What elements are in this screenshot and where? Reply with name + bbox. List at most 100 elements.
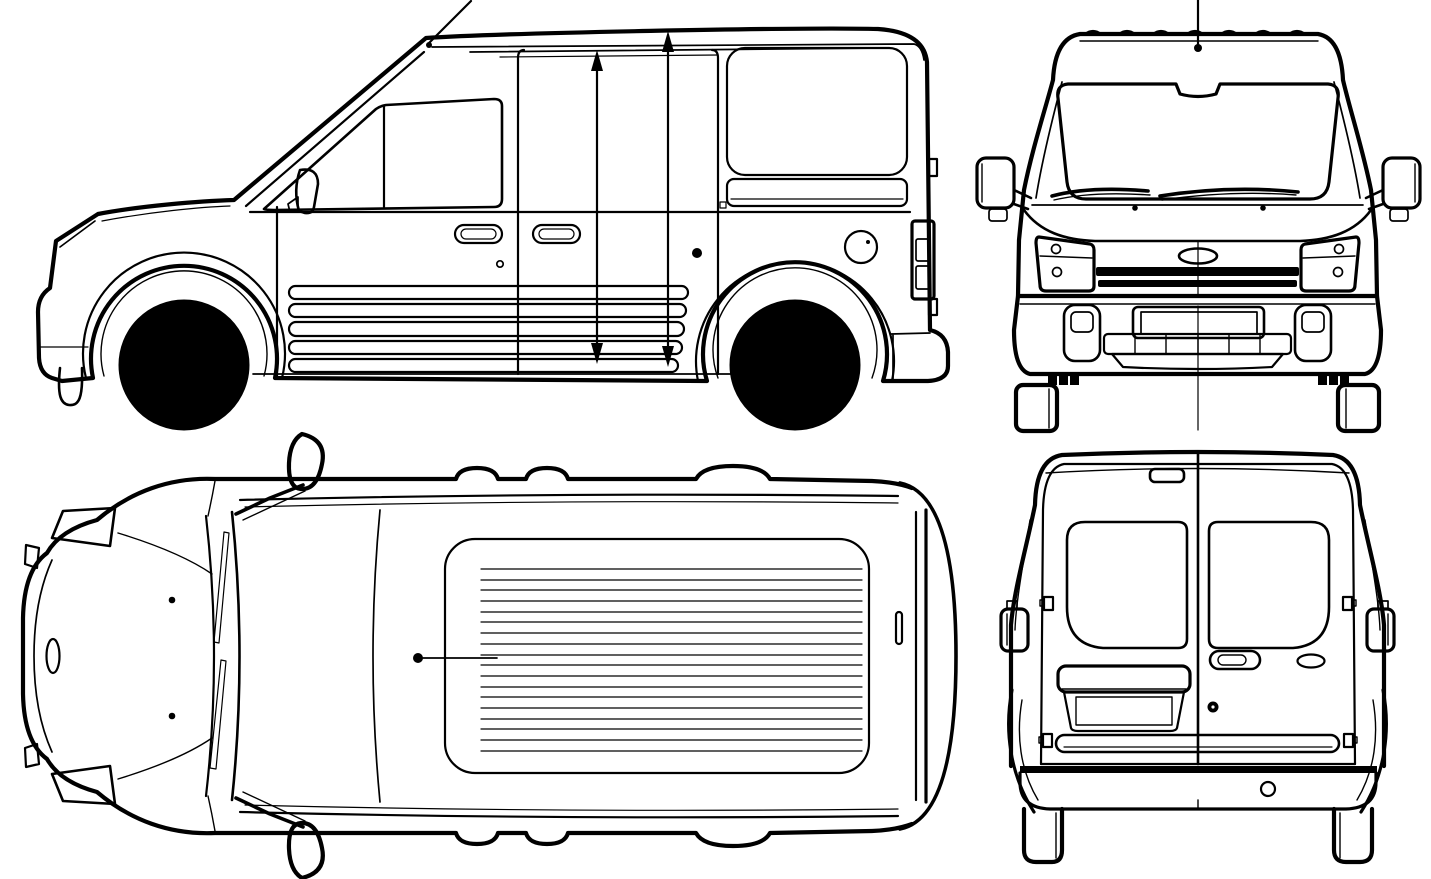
roof-antenna bbox=[413, 653, 498, 663]
reverse-sensor bbox=[1259, 780, 1277, 798]
roof-rail-left-2 bbox=[244, 501, 899, 508]
fender-arc-right bbox=[1359, 688, 1388, 814]
license-plate-recess bbox=[1056, 664, 1192, 733]
strip-clip bbox=[719, 201, 727, 209]
front-wheel bbox=[121, 302, 247, 428]
rear-door-hinge-upper bbox=[927, 157, 939, 178]
a-pillar-left-2 bbox=[242, 490, 306, 521]
bumper-reflector-marks bbox=[1048, 376, 1349, 385]
wipers bbox=[209, 531, 230, 770]
oval-maker-badge bbox=[1296, 653, 1326, 669]
mirror-right bbox=[1365, 600, 1396, 653]
front-wheel-right bbox=[1335, 382, 1382, 434]
rear-door-handle bbox=[1208, 649, 1262, 671]
mirror-right bbox=[286, 820, 325, 879]
rear-step-strip bbox=[1054, 733, 1341, 754]
roof-drip-rail bbox=[431, 43, 925, 61]
side-view bbox=[35, 0, 951, 428]
rear-window-left bbox=[1065, 520, 1189, 650]
washer-nozzle bbox=[168, 712, 176, 720]
mirror-left bbox=[999, 600, 1030, 653]
body-crease-right bbox=[1364, 519, 1381, 631]
mirror-right bbox=[1364, 156, 1422, 222]
windshield-top-edge bbox=[230, 510, 241, 802]
fog-lamp-left bbox=[1062, 303, 1102, 363]
rear-wheel-right bbox=[1331, 806, 1375, 865]
corner-marker bbox=[23, 742, 41, 769]
van-body-outline bbox=[1011, 31, 1384, 377]
roof-antenna bbox=[426, 0, 473, 48]
windshield-edge bbox=[244, 50, 426, 208]
door-hinges bbox=[1038, 595, 1358, 749]
cab-roof-seam bbox=[372, 509, 381, 803]
rear-door-hinge-lower bbox=[927, 297, 939, 317]
van-body-outline bbox=[35, 26, 951, 384]
rear-wheel-left bbox=[1021, 806, 1065, 865]
dimension-arrow bbox=[591, 50, 603, 364]
roof-scallops bbox=[1083, 29, 1307, 36]
washer-nozzle bbox=[1132, 205, 1138, 211]
front-wheel-arch bbox=[81, 251, 287, 380]
van-body-outline bbox=[20, 463, 915, 849]
a-pillar-left bbox=[234, 483, 305, 516]
cargo-roof-panel bbox=[443, 537, 871, 775]
roof-rail-right bbox=[238, 810, 900, 819]
quarter-panel-blank bbox=[725, 46, 909, 177]
front-door-handle bbox=[453, 223, 504, 245]
roof-ribs bbox=[480, 568, 863, 752]
rear-bumper-wrap bbox=[898, 481, 958, 831]
door-lock bbox=[1207, 701, 1219, 713]
dimension-arrow bbox=[662, 31, 674, 367]
rear-wheel-arch bbox=[694, 261, 896, 383]
door-track-rail-2 bbox=[499, 54, 719, 58]
hood-crease bbox=[117, 737, 213, 780]
headlight-right bbox=[50, 764, 117, 806]
quarter-panel-strip bbox=[725, 177, 909, 208]
mirror-left bbox=[975, 156, 1033, 222]
hood-crease bbox=[117, 532, 213, 575]
a-pillar-right-2 bbox=[242, 791, 306, 822]
side-mirror bbox=[287, 168, 320, 215]
sliding-door-front-seam bbox=[516, 48, 526, 376]
body-plug-dot bbox=[692, 248, 702, 258]
front-wheel-arch-lip bbox=[100, 270, 268, 377]
bumper-inner-line bbox=[33, 559, 53, 753]
body-crease-left bbox=[1014, 519, 1031, 631]
front-view bbox=[975, 0, 1422, 434]
washer-nozzle bbox=[1260, 205, 1266, 211]
roof-antenna bbox=[1194, 0, 1202, 52]
headlight-left bbox=[50, 506, 117, 548]
tail-light bbox=[910, 219, 936, 301]
headlight-right bbox=[1299, 235, 1361, 293]
rear-bumper-seam bbox=[890, 332, 931, 381]
front-mud-flap bbox=[57, 366, 84, 407]
cowl-line bbox=[204, 514, 216, 798]
roof-rail-left bbox=[238, 493, 900, 502]
rear-wheel bbox=[732, 302, 858, 428]
door-lock bbox=[495, 259, 505, 269]
sliding-door-rear-seam bbox=[710, 48, 720, 376]
side-mouldings bbox=[287, 284, 690, 374]
fender-arc-left-2 bbox=[1018, 699, 1039, 801]
fender-arc-left bbox=[1007, 688, 1036, 814]
oval-maker-badge bbox=[45, 637, 61, 675]
headlight-side bbox=[59, 220, 96, 248]
bumper-shadow-bar bbox=[1020, 766, 1377, 773]
top-view bbox=[20, 431, 958, 879]
fender-arc-right-2 bbox=[1356, 699, 1377, 801]
rear-view bbox=[999, 449, 1396, 865]
fog-lamp-right bbox=[1293, 303, 1333, 363]
roof-rail-right-2 bbox=[244, 804, 899, 811]
headlight-left bbox=[1034, 235, 1096, 293]
third-brake-light bbox=[1148, 467, 1186, 484]
hood-crease bbox=[101, 205, 231, 222]
door-window bbox=[262, 97, 504, 212]
a-pillar-right bbox=[234, 796, 305, 829]
windshield bbox=[1056, 82, 1340, 201]
fuel-cap bbox=[843, 229, 879, 265]
rear-window-right bbox=[1207, 520, 1331, 650]
cowl-corner bbox=[207, 480, 216, 832]
washer-nozzle bbox=[168, 596, 176, 604]
